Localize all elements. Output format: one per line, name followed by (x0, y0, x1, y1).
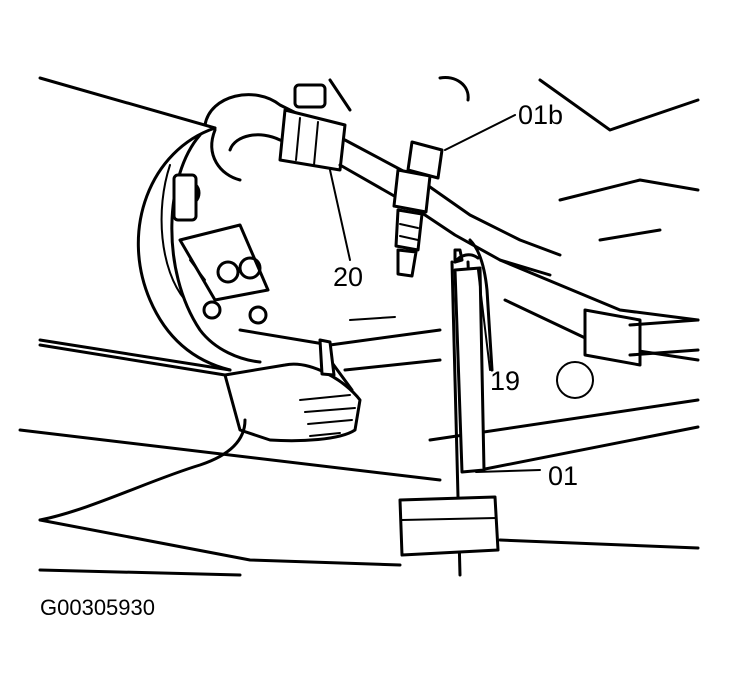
technician-hand (38, 338, 442, 522)
figure-id: G00305930 (40, 595, 155, 620)
underbody-outline (18, 76, 700, 577)
callout-01: 01 (548, 461, 578, 491)
brake-backing-plate (136, 126, 442, 372)
callout-19: 19 (490, 366, 520, 396)
leader-lines (329, 114, 541, 473)
fuel-hose-assembly (203, 75, 562, 277)
support-stand (398, 253, 500, 577)
fuel-line-19 (453, 238, 494, 372)
connector-01b (392, 140, 444, 278)
callout-01b: 01b (518, 100, 563, 130)
cross-member (498, 78, 700, 399)
callout-20: 20 (333, 262, 363, 292)
